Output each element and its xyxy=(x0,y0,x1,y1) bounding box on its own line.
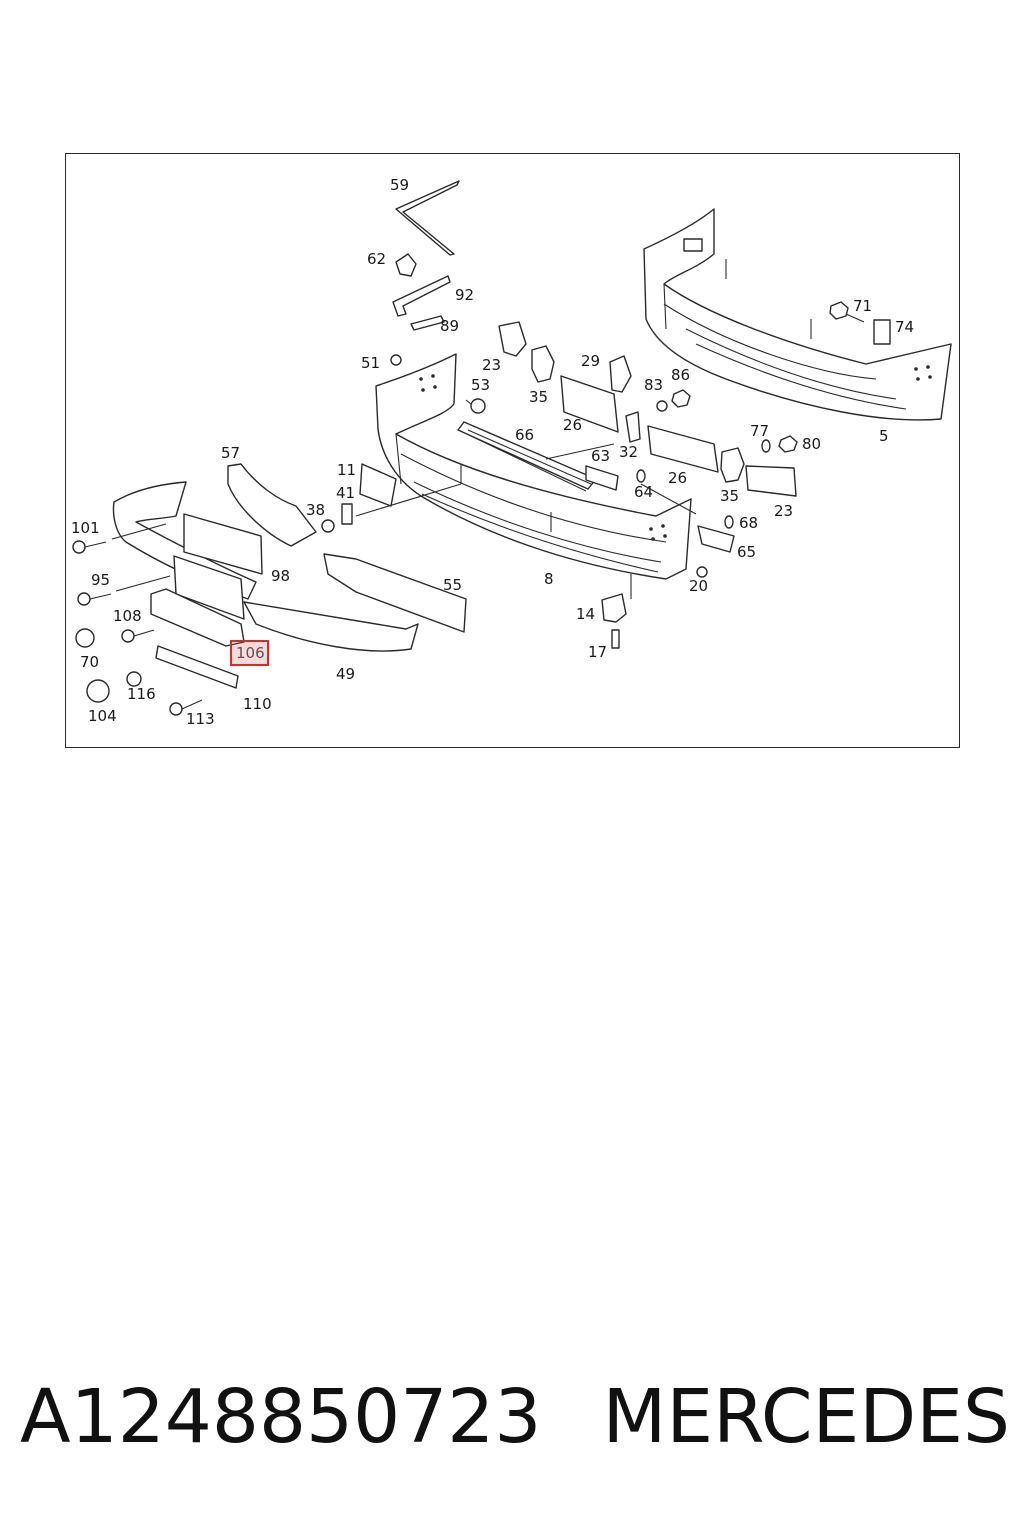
callout-11: 11 xyxy=(337,461,357,479)
plate-98 xyxy=(183,513,263,575)
front-bumper-part-8 xyxy=(375,353,692,580)
callout-8: 8 xyxy=(544,570,554,588)
callout-55: 55 xyxy=(443,576,463,594)
bracket-35-right xyxy=(720,447,745,483)
bracket-106-housing xyxy=(150,588,245,647)
callout-66: 66 xyxy=(515,426,535,444)
nut-86 xyxy=(671,389,691,408)
screw-20 xyxy=(696,566,708,578)
clip-63 xyxy=(585,465,619,491)
callout-38: 38 xyxy=(306,501,326,519)
screw-53 xyxy=(465,398,486,414)
bolt-71 xyxy=(829,301,865,323)
callout-98: 98 xyxy=(271,567,291,585)
callout-14: 14 xyxy=(576,605,596,623)
screw-113 xyxy=(169,699,203,716)
callout-95: 95 xyxy=(91,571,111,589)
callout-29: 29 xyxy=(581,352,601,370)
callout-74: 74 xyxy=(895,318,915,336)
grille-11 xyxy=(359,463,397,507)
callout-5: 5 xyxy=(879,427,889,445)
washer-77 xyxy=(761,439,771,453)
cap-70 xyxy=(75,628,95,648)
callout-71: 71 xyxy=(853,297,873,315)
callout-101: 101 xyxy=(71,519,100,537)
callout-83: 83 xyxy=(644,376,664,394)
plate-17 xyxy=(611,629,620,649)
callout-89: 89 xyxy=(440,317,460,335)
callout-63: 63 xyxy=(591,447,611,465)
screw-101 xyxy=(72,540,107,554)
bracket-32 xyxy=(625,411,641,443)
pad-26-upper xyxy=(560,375,619,433)
cap-104 xyxy=(86,679,110,703)
rear-bumper-part-5 xyxy=(643,208,952,421)
caption: A1248850723 MERCEDES xyxy=(20,1372,1010,1462)
callout-51: 51 xyxy=(361,354,381,372)
callout-110: 110 xyxy=(243,695,272,713)
reinforcement xyxy=(173,555,245,620)
callout-80: 80 xyxy=(802,435,822,453)
bumper-exploded-view xyxy=(72,180,952,716)
nut-51 xyxy=(390,354,402,366)
callout-70: 70 xyxy=(80,653,100,671)
nut-38 xyxy=(321,519,335,533)
clip-62 xyxy=(395,253,417,277)
callout-68: 68 xyxy=(739,514,759,532)
parts-diagram: 59 62 92 89 51 23 53 35 29 83 86 71 74 6… xyxy=(65,153,960,748)
block-23-right xyxy=(745,465,797,497)
callout-59: 59 xyxy=(390,176,410,194)
washer-83 xyxy=(656,400,668,412)
screw-95 xyxy=(77,592,112,606)
callout-86: 86 xyxy=(671,366,691,384)
callout-57: 57 xyxy=(221,444,241,462)
callout-26-lower: 26 xyxy=(668,469,688,487)
brand-name: MERCEDES xyxy=(602,1374,1010,1460)
part-number: A1248850723 xyxy=(20,1374,542,1460)
grille-65 xyxy=(697,525,735,553)
callout-17: 17 xyxy=(588,643,608,661)
bracket-14 xyxy=(601,593,627,623)
washer-64 xyxy=(636,469,646,483)
callout-65: 65 xyxy=(737,543,757,561)
screw-108 xyxy=(121,629,155,643)
bracket-74 xyxy=(873,319,891,345)
bracket-35 xyxy=(531,345,555,383)
callout-35-upper: 35 xyxy=(529,388,549,406)
callout-62: 62 xyxy=(367,250,387,268)
callout-92: 92 xyxy=(455,286,475,304)
callout-35-lower: 35 xyxy=(720,487,740,505)
strip-55 xyxy=(323,553,467,633)
strip-57 xyxy=(227,463,317,547)
pad-26-lower xyxy=(647,425,719,473)
callout-49: 49 xyxy=(336,665,356,683)
bumper-cover-left xyxy=(112,481,257,600)
callout-23-upper: 23 xyxy=(482,356,502,374)
bracket-29 xyxy=(609,355,632,393)
strip-89 xyxy=(410,315,445,331)
block-23 xyxy=(498,321,527,357)
clip-116 xyxy=(126,671,142,687)
callout-108: 108 xyxy=(113,607,142,625)
callout-64: 64 xyxy=(634,483,654,501)
callout-26-upper: 26 xyxy=(563,416,583,434)
callout-104: 104 xyxy=(88,707,117,725)
callout-32: 32 xyxy=(619,443,639,461)
callout-77: 77 xyxy=(750,422,770,440)
callout-20: 20 xyxy=(689,577,709,595)
callout-116: 116 xyxy=(127,685,156,703)
bracket-41 xyxy=(341,503,353,525)
callout-41: 41 xyxy=(336,484,356,502)
callout-106-highlighted[interactable]: 106 xyxy=(230,640,269,666)
washer-68 xyxy=(724,515,734,529)
nut-80 xyxy=(778,435,798,453)
bracket-92 xyxy=(392,275,451,317)
callout-23-lower: 23 xyxy=(774,502,794,520)
callout-113: 113 xyxy=(186,710,215,728)
trim-strip-59 xyxy=(395,180,460,256)
strip-110 xyxy=(155,645,239,689)
callout-53: 53 xyxy=(471,376,491,394)
trim-49 xyxy=(243,601,419,652)
